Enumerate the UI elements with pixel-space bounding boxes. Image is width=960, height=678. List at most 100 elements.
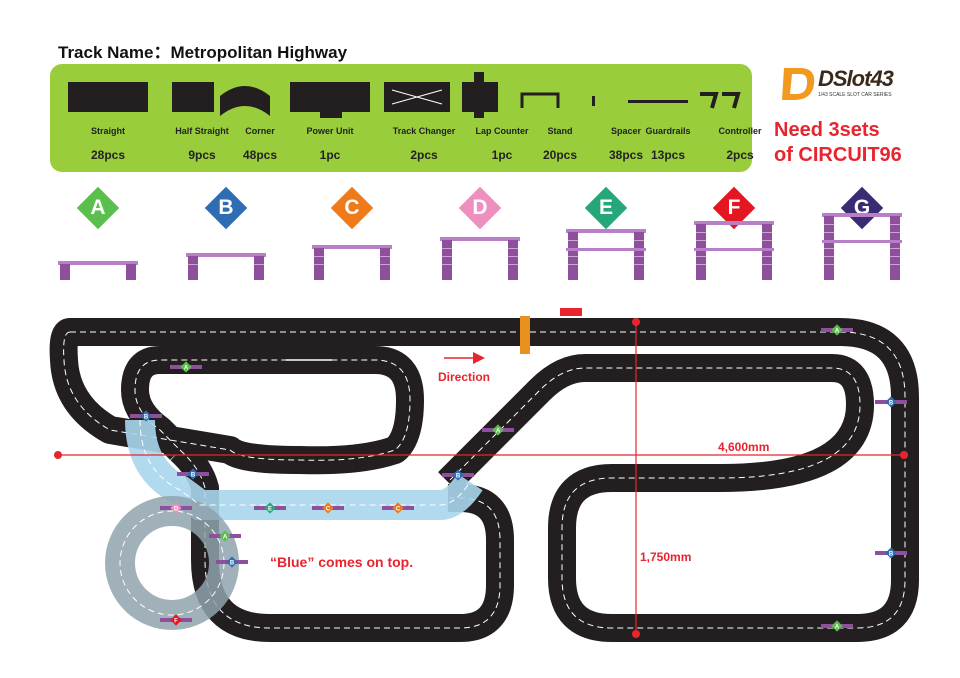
part-name: Lap Counter (475, 126, 529, 136)
part-quantity: 38pcs (608, 148, 644, 162)
stand-marker-icon (392, 502, 404, 514)
stand-icon (520, 70, 600, 120)
stand-marker-letter: A (223, 535, 228, 541)
stand-marker-icon (187, 468, 199, 480)
part-name: Corner (245, 126, 275, 136)
part-name: Controller (718, 126, 762, 136)
height-start-dot (632, 318, 640, 326)
part-2: Corner 48pcs (220, 64, 300, 172)
part-quantity: 48pcs (242, 148, 278, 162)
stand-marker-icon (140, 410, 152, 422)
stand-marker-letter: B (889, 552, 894, 558)
requirement-line-1: Need 3sets (774, 119, 880, 141)
stand-label-e: E (584, 186, 628, 230)
corner-track-icon (220, 70, 300, 120)
stand-marker-icon (492, 424, 504, 436)
requirement-note: Need 3sets of CIRCUIT96 (774, 118, 902, 168)
stand-letter: D (472, 196, 488, 219)
lap-counter-icon (462, 70, 542, 120)
track-changer-icon (384, 70, 464, 120)
logo-text: DSlot43 (818, 66, 894, 91)
stand-marker-letter: B (230, 561, 235, 567)
dimension-lines (58, 322, 904, 636)
lap-counter-marker (560, 308, 582, 316)
part-8: Guardrails 13pcs (628, 64, 708, 172)
part-1: Half Straight 9pcs (162, 64, 242, 172)
part-quantity: 13pcs (650, 148, 686, 162)
spacer-icon (586, 70, 666, 120)
width-start-dot (54, 451, 62, 459)
stand-marker-icon (885, 396, 897, 408)
logo-subtitle: 1/43 SCALE SLOT CAR SERIES (818, 92, 892, 98)
stand-marker-icon (831, 324, 843, 336)
part-name: Half Straight (175, 126, 229, 136)
stand-marker-icon (170, 502, 182, 514)
stand-marker-icon (226, 556, 238, 568)
part-5: Lap Counter 1pc (462, 64, 542, 172)
stand-a-icon (58, 261, 138, 280)
stand-marker-icon (452, 469, 464, 481)
stand-letter: A (90, 196, 106, 219)
stand-label-d: D (458, 186, 502, 230)
width-end-dot (900, 451, 908, 459)
part-quantity: 9pcs (188, 148, 216, 162)
stand-marker-letter: F (174, 619, 178, 625)
stand-marker-letter: A (835, 329, 840, 335)
part-name: Track Changer (392, 126, 456, 136)
direction-label: Direction (438, 370, 491, 384)
stand-label-a: A (76, 186, 120, 230)
stand-label-f: F (712, 186, 756, 230)
stand-marker-letter: D (174, 507, 179, 513)
stand-b-icon (186, 253, 266, 280)
dslot-logo-icon (782, 68, 815, 100)
stand-marker-letter: A (496, 429, 501, 435)
power-unit-icon (290, 70, 370, 120)
stand-marker-letter: A (184, 366, 189, 372)
stand-marker-letter: B (144, 415, 149, 421)
part-name: Stand (547, 126, 573, 136)
height-end-dot (632, 630, 640, 638)
part-name: Spacer (610, 126, 642, 136)
stand-g-icon (822, 213, 902, 280)
guardrail-icon (628, 70, 708, 120)
width-dimension-label: 4,600mm (718, 440, 770, 454)
parts-list-panel: Straight 28pcs Half Straight 9pcs Corner 48pc… (50, 64, 762, 172)
requirement-line-2: of CIRCUIT96 (774, 144, 902, 166)
stand-label-c: C (330, 186, 374, 230)
straight-track-icon (68, 70, 148, 120)
stand-f-icon (694, 221, 774, 280)
stand-marker-icon (322, 502, 334, 514)
controller-icon (700, 70, 780, 120)
part-quantity: 28pcs (90, 148, 126, 162)
part-0: Straight 28pcs (68, 64, 148, 172)
part-name: Power Unit (306, 126, 354, 136)
stand-marker-icon (180, 361, 192, 373)
stand-marker-letter: E (268, 507, 272, 513)
part-quantity: 1pc (491, 148, 513, 162)
stand-marker-letter: B (191, 473, 196, 479)
stand-marker-letter: A (835, 625, 840, 631)
stand-marker-letter: B (889, 401, 894, 407)
stand-letter: F (727, 196, 741, 219)
part-quantity: 1pc (319, 148, 341, 162)
stand-marker-letter: B (456, 474, 461, 480)
dslot43-logo: DSlot43 1/43 SCALE SLOT CAR SERIES (778, 62, 928, 106)
part-7: Spacer 38pcs (586, 64, 666, 172)
stand-marker-icon (264, 502, 276, 514)
half-straight-track-icon (162, 70, 242, 120)
part-name: Straight (90, 126, 125, 136)
blue-track-note: “Blue” comes on top. (270, 554, 414, 570)
stand-letter: E (598, 196, 613, 219)
part-name: Guardrails (645, 126, 691, 136)
part-3: Power Unit 1pc (290, 64, 370, 172)
stand-letter: B (218, 196, 234, 219)
main-track (49, 318, 919, 642)
stand-markers: ABABABCDECCDBFABBA (130, 324, 907, 632)
stand-marker-icon (219, 530, 231, 542)
track-name-title: Track Name：Metropolitan Highway (58, 43, 348, 62)
height-dimension-label: 1,750mm (640, 550, 692, 564)
stand-c-icon (312, 245, 392, 280)
stand-e-icon (566, 229, 646, 280)
